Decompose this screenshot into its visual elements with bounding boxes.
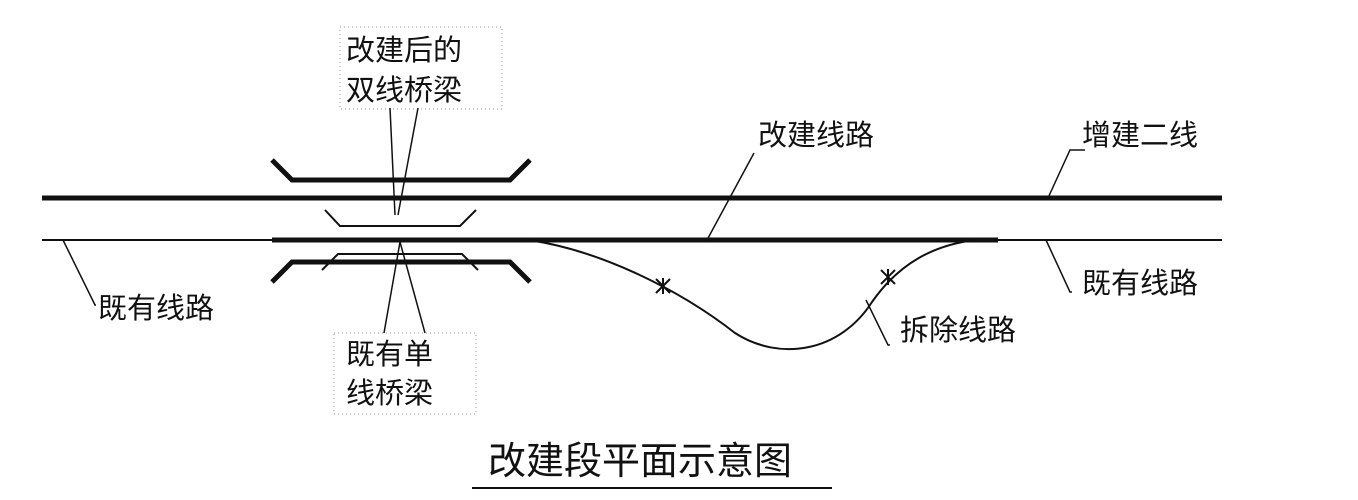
label-rebuilt-line: 改建线路 [758,118,874,152]
label-second-line: 增建二线 [1082,118,1198,152]
leader-new-double-bridge-1 [389,107,396,216]
leader-rebuilt-line [706,152,755,241]
leader-second-line [1047,149,1085,199]
leader-removed-line [865,299,890,346]
label-existing-line-right: 既有线路 [1082,266,1198,300]
double-bridge-top-wing [270,158,532,183]
double-bridge-bottom-wing [270,259,532,284]
single-bridge-bottom-wing [321,253,479,271]
label-existing-single-bridge-1: 既有单 [346,337,433,371]
leader-existing-single-bridge-2 [399,241,426,334]
leader-new-double-bridge-2 [397,107,419,216]
leader-existing-line-left [62,239,96,306]
new-double-bridge-label-box [339,26,503,110]
label-new-double-bridge-1: 改建后的 [346,33,462,67]
single-bridge-top-wing [324,209,477,227]
label-existing-single-bridge-2: 线桥梁 [346,376,433,410]
label-existing-line-left: 既有线路 [98,291,214,325]
removal-mark-left [655,278,671,294]
removal-mark-right [880,269,896,285]
leader-existing-line-right [1045,239,1072,293]
label-new-double-bridge-2: 双线桥梁 [346,73,462,107]
diagram-title: 改建段平面示意图 [488,439,792,483]
removed-line-curve [527,239,976,351]
leader-existing-single-bridge-1 [383,241,401,334]
label-removed-line: 拆除线路 [900,313,1016,347]
leader-lines [62,107,1085,346]
